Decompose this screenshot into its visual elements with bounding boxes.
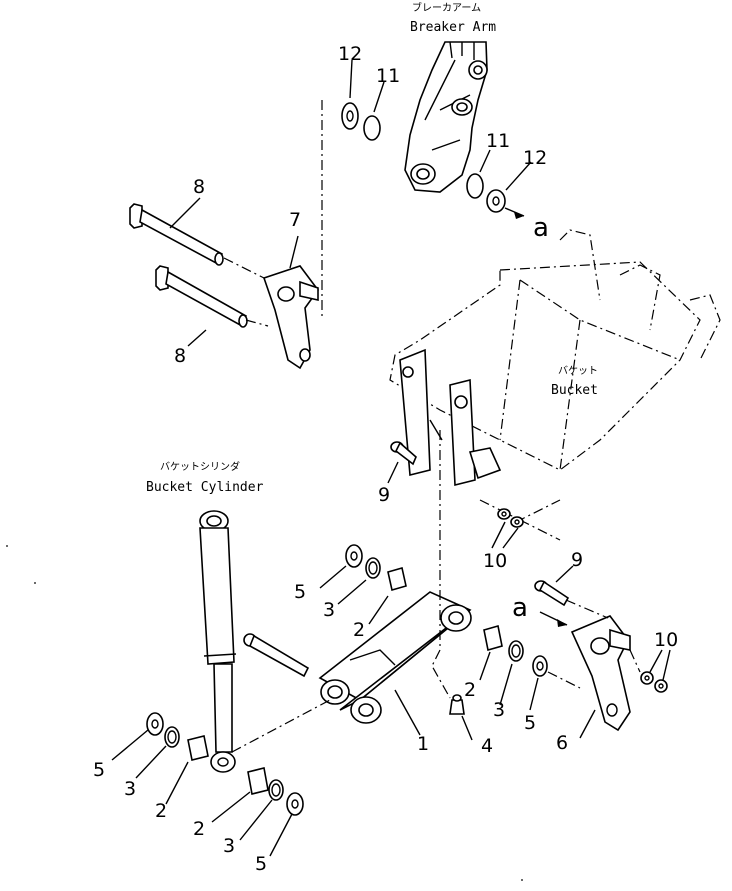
- callout-3-right: 3: [493, 699, 505, 721]
- callout-5-right: 5: [524, 712, 536, 734]
- callout-11-upper: 11: [376, 65, 400, 87]
- callout-2-upper: 2: [353, 619, 365, 641]
- callout-2-left: 2: [155, 800, 167, 822]
- pin-8-lower: [155, 265, 248, 328]
- bucket-cylinder-label: Bucket Cylinder: [146, 480, 264, 495]
- bolt-9-lower: [534, 580, 570, 607]
- breaker-arm-label: Breaker Arm: [410, 20, 496, 35]
- shim-5-left: [146, 712, 164, 736]
- callout-2-right: 2: [464, 679, 476, 701]
- bushing-2-left: [187, 735, 209, 761]
- callout-1: 1: [417, 733, 429, 755]
- bucket-jp-label: バケット: [558, 365, 598, 377]
- seal-11-lower: [466, 173, 484, 199]
- bushing-2-lower: [247, 767, 269, 795]
- bucket-label: Bucket: [551, 383, 598, 398]
- callout-8-upper: 8: [193, 176, 205, 198]
- bushing-2-right: [483, 624, 503, 652]
- seal-3-upper: [365, 557, 381, 579]
- plate-7: [262, 265, 319, 370]
- seal-3-left: [164, 726, 180, 748]
- link-1: [318, 591, 472, 724]
- callout-9-lower: 9: [571, 549, 583, 571]
- shim-5-right: [532, 655, 548, 677]
- shim-5-lower: [286, 792, 304, 816]
- seal-11-upper: [363, 115, 381, 141]
- shim-5-upper: [345, 544, 363, 568]
- reference-a-top: a: [533, 213, 549, 243]
- callout-4: 4: [481, 735, 493, 757]
- washers-10-upper: [497, 508, 524, 528]
- seal-3-right: [508, 640, 524, 662]
- callout-7: 7: [289, 209, 301, 231]
- bolt-9-upper: [390, 441, 417, 466]
- breaker-arm-drawing: [404, 41, 488, 193]
- callout-12-lower: 12: [523, 147, 547, 169]
- callout-12-upper: 12: [338, 43, 362, 65]
- bucket-cylinder-jp-label: バケットシリンダ: [160, 460, 240, 473]
- bucket-cylinder-drawing: [199, 510, 237, 773]
- callout-3-left: 3: [124, 778, 136, 800]
- callout-8-lower: 8: [174, 345, 186, 367]
- bushing-2-upper: [387, 566, 407, 592]
- reference-a-right: a: [512, 593, 528, 623]
- callout-10-upper: 10: [483, 550, 507, 572]
- shim-12-upper: [341, 102, 359, 130]
- callout-6: 6: [556, 732, 568, 754]
- callout-3-upper: 3: [323, 599, 335, 621]
- callout-5-upper: 5: [294, 581, 306, 603]
- callout-9-upper: 9: [378, 484, 390, 506]
- breaker-arm-jp-label: ブレーカアーム: [412, 1, 481, 14]
- grease-fitting-4: [449, 694, 465, 715]
- seal-3-lower: [268, 779, 284, 801]
- pin-8-upper: [129, 203, 224, 266]
- callout-5-left: 5: [93, 759, 105, 781]
- plate-6: [570, 615, 631, 732]
- washers-10-lower: [640, 671, 668, 693]
- shim-12-lower: [486, 189, 506, 213]
- link-pin: [243, 633, 310, 678]
- bucket-drawing: [389, 229, 721, 541]
- callout-11-lower: 11: [486, 130, 510, 152]
- callout-3-lower: 3: [223, 835, 235, 857]
- callout-5-lower: 5: [255, 853, 267, 875]
- callout-2-lower: 2: [193, 818, 205, 840]
- callout-10-lower: 10: [654, 629, 678, 651]
